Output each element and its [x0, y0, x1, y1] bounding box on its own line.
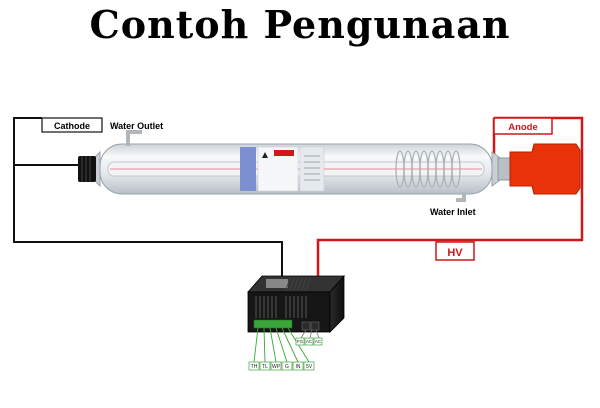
- pin-label-wp: WP: [272, 364, 281, 370]
- pin-box-tl: [259, 361, 271, 371]
- cathode-wire: [13, 164, 283, 276]
- cathode-label-box: [41, 117, 103, 133]
- anode-label: Anode: [508, 122, 538, 133]
- pin-box-th: [248, 361, 260, 371]
- cathode-label: Cathode: [54, 121, 90, 131]
- pin-box-g: [281, 361, 293, 371]
- page-title: Contoh Pengunaan: [89, 2, 511, 47]
- pin-label-ac: AC: [306, 339, 313, 344]
- water-coil-icon: [395, 150, 461, 188]
- pin-label-5v: 5V: [306, 364, 313, 370]
- cathode-wire-top: [13, 117, 42, 165]
- pin-box-fg: [295, 337, 305, 346]
- pin-box-wp: [270, 361, 282, 371]
- anode-label-box: [493, 117, 553, 135]
- pin-label-fg: FG: [297, 339, 304, 344]
- anode-cap-icon: [497, 143, 581, 195]
- pin-label-g: G: [285, 364, 289, 370]
- pin-box-in: [292, 361, 304, 371]
- pin-box-ac: [313, 337, 323, 346]
- pin-label-th: TH: [251, 364, 258, 370]
- pin-box-5v: [303, 361, 315, 371]
- pin-labels-left: TH TL WP G IN 5V: [248, 361, 315, 371]
- pin-label-in: IN: [296, 364, 301, 370]
- ac-wires: [300, 329, 320, 339]
- water-outlet-label: Water Outlet: [110, 121, 163, 131]
- cathode-connector-icon: [78, 156, 96, 182]
- pin-box-ac: [304, 337, 314, 346]
- pin-label-ac: AC: [315, 339, 322, 344]
- power-supply-icon: [247, 274, 345, 333]
- hv-label: HV: [447, 247, 463, 259]
- hv-label-box: [435, 241, 475, 261]
- laser-tube-icon: [93, 130, 501, 202]
- water-inlet-label: Water Inlet: [430, 207, 476, 217]
- pin-label-tl: TL: [262, 364, 268, 370]
